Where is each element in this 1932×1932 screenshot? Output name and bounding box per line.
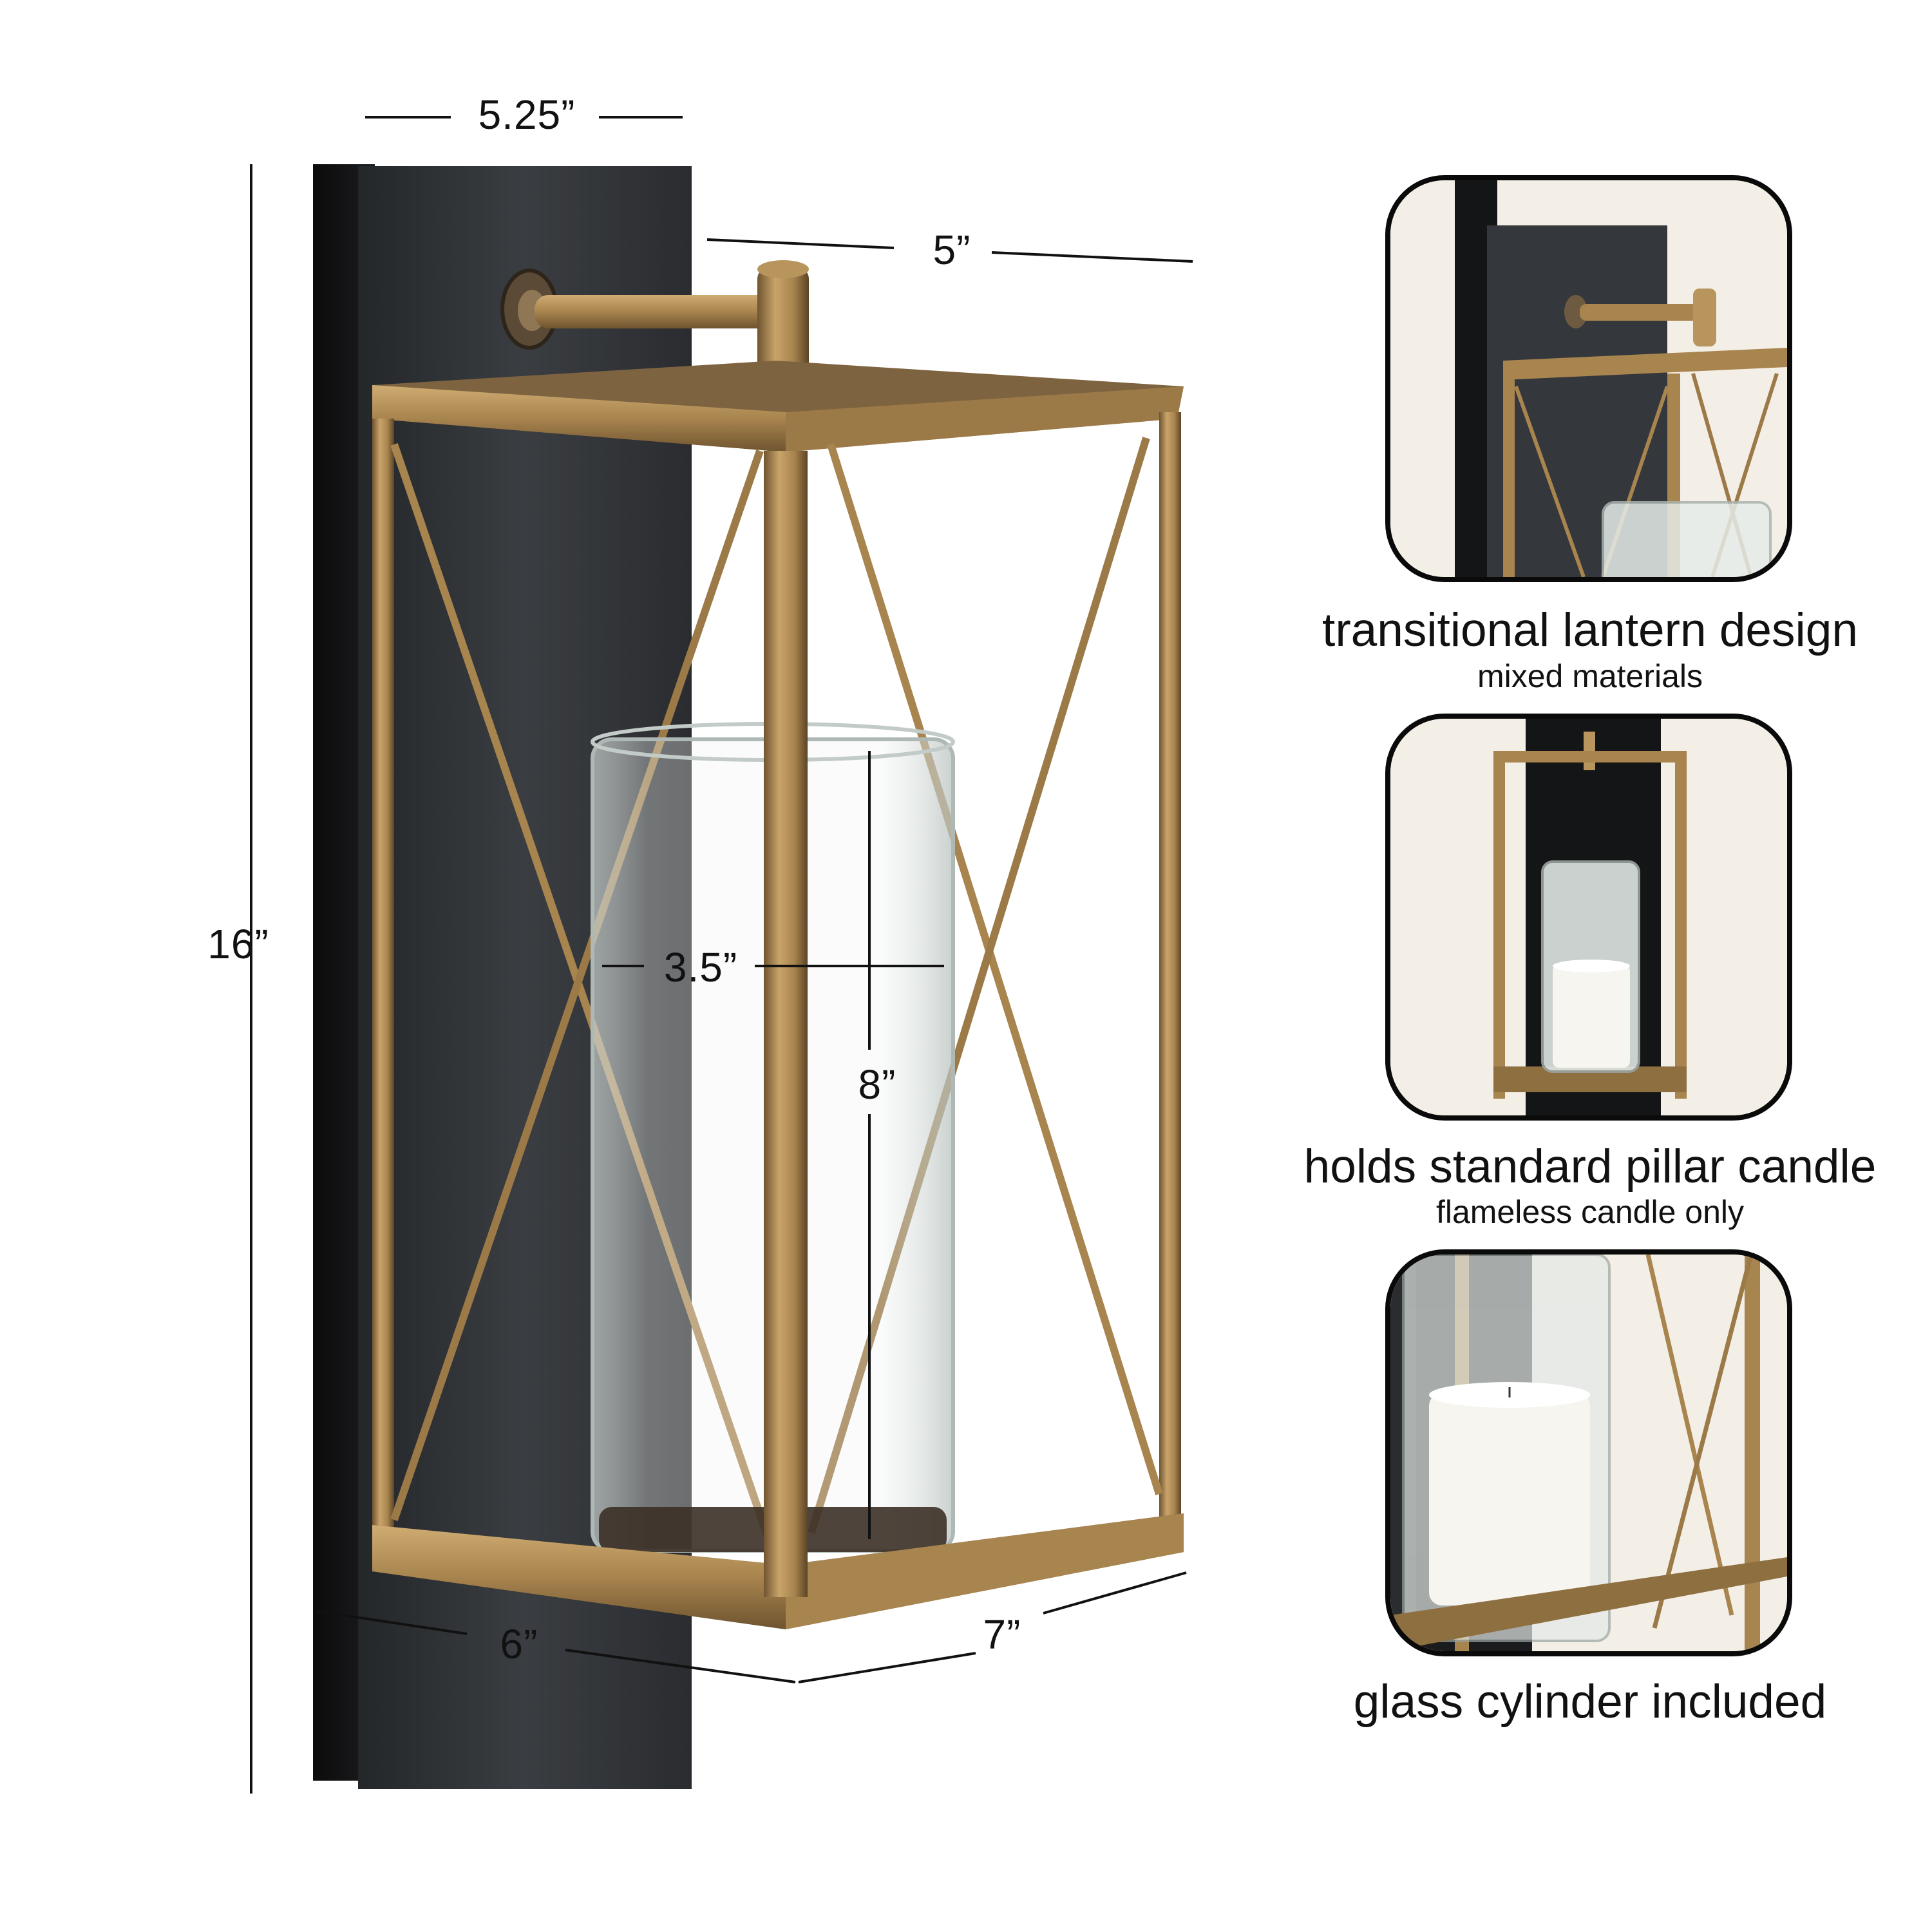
brace-left-2 bbox=[390, 450, 764, 1521]
feature-image-lantern-closeup bbox=[1390, 180, 1787, 577]
dim-line-width-left bbox=[798, 1652, 976, 1683]
dim-line-arm-right bbox=[991, 251, 1193, 263]
dim-label-height: 16” bbox=[207, 921, 269, 967]
feature-card-lantern-design bbox=[1385, 175, 1792, 582]
dim-label-arm-depth: 5” bbox=[933, 227, 971, 273]
feature-image-candle-front bbox=[1390, 719, 1787, 1115]
main-product-figure: 5.25” 16” 5” 3.5” 8” 6” 7” bbox=[207, 91, 1193, 1794]
feature-title-lantern-design: transitional lantern design bbox=[1322, 604, 1858, 656]
feature-title-pillar-candle: holds standard pillar candle bbox=[1303, 1141, 1877, 1193]
post-back-right bbox=[1159, 412, 1181, 1526]
dim-line-depth-right bbox=[565, 1649, 796, 1683]
dim-label-depth: 6” bbox=[500, 1621, 538, 1667]
feature-title-glass-cylinder: glass cylinder included bbox=[1353, 1676, 1827, 1728]
dim-label-glass-diameter: 3.5” bbox=[663, 944, 738, 990]
feature-subtitle-mixed-materials: mixed materials bbox=[1477, 658, 1703, 694]
dim-label-width: 7” bbox=[983, 1611, 1021, 1658]
dim-label-glass-height: 8” bbox=[858, 1061, 896, 1108]
post-front-corner bbox=[764, 451, 808, 1597]
feature-card-glass-cylinder bbox=[1385, 1249, 1792, 1656]
mount-post bbox=[757, 267, 809, 377]
top-frame-front-right bbox=[786, 386, 1184, 452]
dim-line-width-right bbox=[1043, 1571, 1187, 1615]
dim-label-backplate-width: 5.25” bbox=[478, 91, 576, 138]
bottom-tray-front-left bbox=[372, 1525, 786, 1629]
dimension-lines bbox=[250, 116, 1193, 1794]
feature-card-pillar-candle bbox=[1385, 714, 1792, 1121]
mount-arm bbox=[535, 295, 779, 328]
bottom-tray-front-right bbox=[786, 1513, 1184, 1629]
top-frame-front-left bbox=[372, 385, 786, 452]
post-back-left bbox=[372, 419, 394, 1539]
brace-right-1 bbox=[827, 443, 1163, 1495]
dim-line-depth-left bbox=[316, 1610, 468, 1635]
dim-line-arm-left bbox=[706, 238, 895, 249]
lantern-sconce-illustration bbox=[250, 116, 1193, 1794]
mount-post-top bbox=[757, 260, 809, 278]
feature-subtitle-flameless: flameless candle only bbox=[1435, 1194, 1745, 1230]
feature-image-glass-cylinder bbox=[1390, 1255, 1787, 1651]
